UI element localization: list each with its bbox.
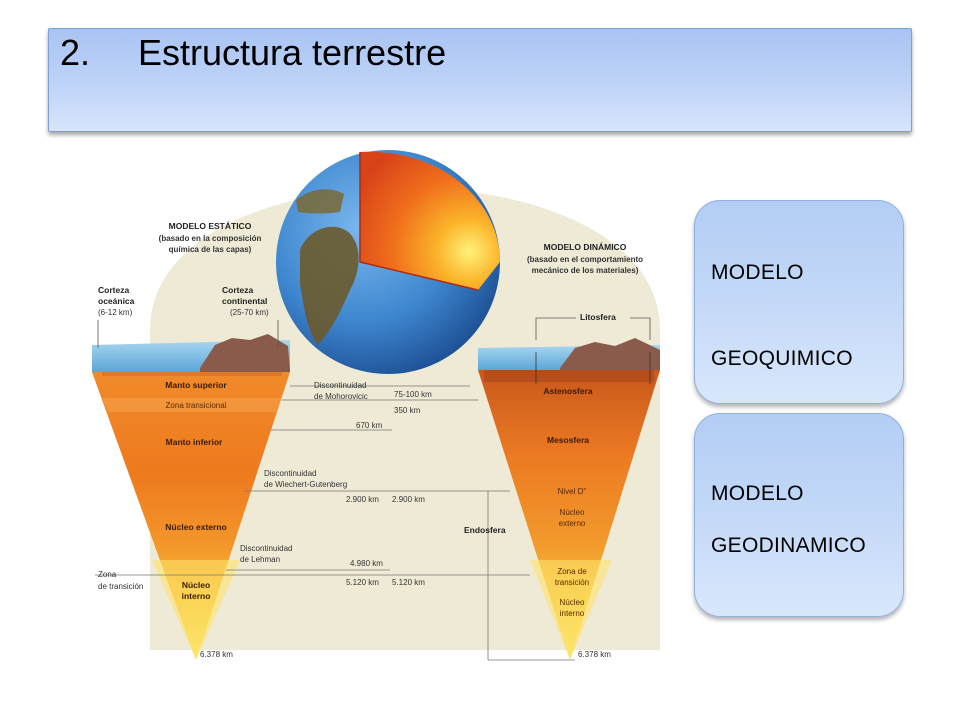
label-inner-core-1: Núcleo [182, 580, 210, 590]
label-level-d: Nivel D'' [558, 487, 587, 496]
page-title: Estructura terrestre [138, 32, 447, 73]
label-mesosphere: Mesosfera [547, 435, 589, 445]
depth-lines [95, 385, 575, 661]
depth-670: 670 km [356, 421, 383, 430]
card-geochemical-line-1: MODELO [711, 261, 804, 284]
depth-2900-a: 2.900 km [346, 495, 379, 504]
dynamic-heading: MODELO DINÁMICO [544, 242, 627, 252]
title-number: 2. [60, 32, 91, 73]
static-depth-bottom: 6.378 km [200, 650, 233, 659]
depth-4980: 4.980 km [350, 559, 383, 568]
lithosphere-label: Litosfera [580, 312, 616, 322]
depth-5120-b: 5.120 km [392, 578, 425, 587]
oceanic-crust-label-2: oceánica [98, 296, 135, 306]
continent-relief [200, 334, 290, 372]
label-asthenosphere: Astenosfera [543, 386, 592, 396]
globe [276, 150, 500, 374]
label-dyn-outer-core-1: Núcleo [560, 508, 585, 517]
title-box [48, 28, 912, 132]
oceanic-crust-label-1: Corteza [98, 285, 129, 295]
label-inner-core-2: interno [182, 591, 211, 601]
label-dyn-transition-2: transición [555, 578, 589, 587]
static-sub-2: química de las capas) [169, 245, 252, 254]
depth-2900-b: 2.900 km [392, 495, 425, 504]
label-lower-mantle: Manto inferior [166, 437, 223, 447]
label-dyn-inner-core-1: Núcleo [560, 598, 585, 607]
lehman-label-1: Discontinuidad [240, 544, 292, 553]
dynamic-depth-bottom: 6.378 km [578, 650, 611, 659]
label-dyn-outer-core-2: externo [559, 519, 586, 528]
depth-75-100: 75-100 km [394, 390, 432, 399]
lehman-label-2: de Lehman [240, 555, 280, 564]
cutaway-core [360, 151, 500, 290]
africa-landmass [300, 226, 359, 345]
static-cone-body [92, 372, 290, 660]
dynamic-sub-2: mecánico de los materiales) [532, 266, 639, 275]
zone-label-2: de transición [98, 582, 143, 591]
gutenberg-label-2: de Wiechert-Gutenberg [264, 480, 347, 489]
static-sub-1: (basado en la composición [159, 234, 262, 243]
card-geochemical-line-2: GEOQUIMICO [711, 347, 853, 370]
dynamic-model-cone: Astenosfera Mesosfera Nivel D'' Núcleo e… [478, 338, 660, 660]
dynamic-sub-1: (basado en el comportamiento [527, 255, 643, 264]
dynamic-cone-body [478, 370, 660, 660]
endosphere-label: Endosfera [464, 525, 506, 535]
label-upper-mantle: Manto superior [165, 380, 227, 390]
static-model-cone: Manto superior Zona transicional Manto i… [92, 334, 290, 660]
dynamic-continent-relief [560, 338, 660, 370]
depth-350: 350 km [394, 406, 421, 415]
card-geochemical-model[interactable]: MODELO GEOQUIMICO [694, 200, 904, 404]
label-outer-core: Núcleo externo [165, 522, 226, 532]
moho-label-1: Discontinuidad [314, 381, 366, 390]
label-transition-zone: Zona transicional [166, 401, 227, 410]
depth-5120-a: 5.120 km [346, 578, 379, 587]
continental-crust-range: (25-70 km) [230, 308, 269, 317]
card-geodynamic-line-2: GEODINAMICO [711, 534, 866, 557]
card-geodynamic-model[interactable]: MODELO GEODINAMICO [694, 413, 904, 617]
oceanic-crust-range: (6-12 km) [98, 308, 133, 317]
moho-label-2: de Mohorovicic [314, 392, 368, 401]
static-heading: MODELO ESTÁTICO [169, 221, 252, 231]
label-dyn-transition-1: Zona de [557, 567, 587, 576]
gutenberg-label-1: Discontinuidad [264, 469, 316, 478]
continental-crust-label-1: Corteza [222, 285, 253, 295]
card-geodynamic-line-1: MODELO [711, 482, 804, 505]
zone-label-1: Zona [98, 570, 117, 579]
continental-crust-label-2: continental [222, 296, 267, 306]
label-dyn-inner-core-2: interno [560, 609, 585, 618]
